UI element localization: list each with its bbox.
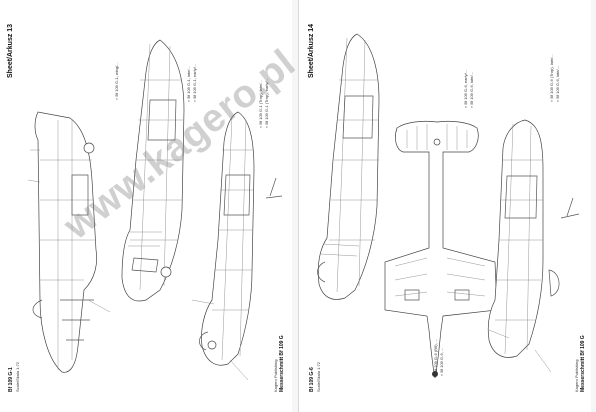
side-view-aircraft-3	[191, 111, 255, 381]
right-callout-5: » Bf 109 G-6 (R6), ...	[433, 338, 438, 376]
right-callout-2: » Bf 109 G-6, late/...	[469, 72, 474, 108]
left-model-name: Bf 109 G-1	[8, 367, 14, 392]
right-brand-line: Messerschmitt Bf 109 G	[580, 335, 586, 392]
side-view-aircraft-1	[27, 111, 111, 373]
right-publisher: Kagero Publishing	[574, 359, 579, 392]
right-callout-1: » Bf 109 G-6, early/...	[463, 69, 468, 108]
left-scale-note: Scale/Skala 1:72	[15, 361, 20, 392]
right-sheet: Sheet/Arkusz 14 » Bf 109 G-6, early/... …	[298, 0, 591, 412]
right-callout-3: » Bf 109 G-6 (Trop), late/...	[549, 54, 554, 102]
right-sheet-title: Sheet/Arkusz 14	[308, 23, 315, 78]
right-model-name: Bf 109 G-6	[309, 367, 315, 392]
side-view-aircraft-2	[121, 39, 185, 302]
side-view-aircraft-5	[487, 119, 560, 373]
left-callout-5: » Bf 109 G-1, wing/...	[114, 62, 119, 100]
right-sheet-drawings	[317, 33, 580, 379]
left-sheet-title: Sheet/Arkusz 13	[7, 23, 14, 78]
left-callout-1: » Bf 109 G-1, late/...	[186, 66, 191, 102]
left-callout-2: » Bf 109 G-1, early/...	[192, 63, 197, 102]
side-view-aircraft-4	[317, 33, 380, 300]
right-callout-4: » Bf 109 G-6, late/...	[555, 66, 560, 102]
small-arrow-marker-right	[560, 197, 580, 219]
right-callout-6: » Bf 109 G-6, ...	[439, 347, 444, 376]
right-scale-note: Scale/Skala 1:72	[316, 361, 321, 392]
left-sheet: Sheet/Arkusz 13 » Bf 109 G-1, late/... »…	[0, 0, 292, 412]
top-view-aircraft	[384, 120, 498, 379]
left-publisher: Kagero Publishing	[273, 359, 278, 392]
small-arrow-marker	[265, 177, 283, 199]
left-brand-line: Messerschmitt Bf 109 G	[279, 335, 285, 392]
left-sheet-drawings	[27, 39, 283, 381]
